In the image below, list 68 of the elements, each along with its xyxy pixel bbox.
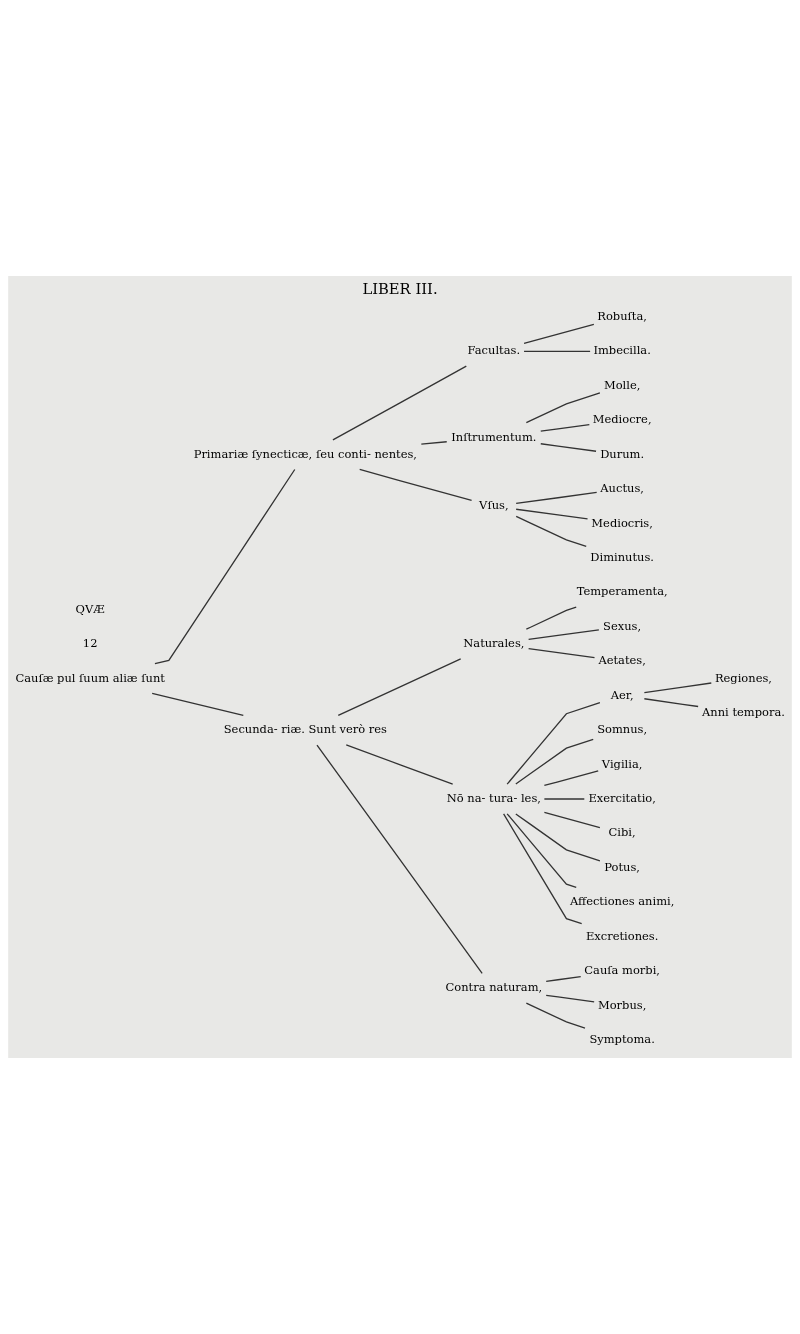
- connector: [151, 692, 244, 716]
- connector: [515, 813, 601, 862]
- connector: [420, 441, 448, 445]
- connector: [316, 744, 483, 974]
- node-text: Symptoma.: [589, 1032, 655, 1046]
- node-text: Affectiones animi,: [569, 894, 675, 909]
- connector: [515, 515, 587, 548]
- node-text: Secunda- riæ. Sunt verò res: [223, 722, 387, 737]
- connector: [502, 813, 583, 925]
- connector: [543, 811, 601, 829]
- node-text: Imbecilla.: [593, 343, 651, 358]
- connector: [525, 392, 601, 424]
- node-text: Facultas.: [467, 343, 521, 358]
- connector: [523, 323, 595, 345]
- connector: [337, 658, 462, 716]
- node-text: Aetates,: [598, 653, 646, 668]
- diagram-title: LIBER III.: [362, 280, 438, 298]
- label: 12: [82, 636, 98, 651]
- node-text: Temperamenta,: [576, 584, 668, 599]
- connector: [643, 698, 699, 708]
- node-text: Inſtrumentum.: [451, 429, 537, 444]
- connector: [523, 350, 591, 353]
- node-text: Somnus,: [597, 722, 648, 737]
- node-text: Auctus,: [600, 481, 644, 496]
- connector: [515, 491, 598, 505]
- node-text: Exercitatio,: [588, 791, 656, 806]
- connector: [540, 443, 597, 452]
- node-text: Morbus,: [597, 997, 647, 1012]
- node-text: Primariæ ſynecticæ, ſeu conti- nentes,: [193, 446, 417, 461]
- connector: [332, 365, 467, 441]
- connector: [525, 606, 577, 630]
- connector: [345, 744, 454, 785]
- connector: [545, 975, 582, 982]
- node-text: Molle,: [603, 377, 641, 392]
- connector: [525, 1002, 586, 1029]
- node-text: Sexus,: [603, 618, 642, 633]
- node-text: Diminutus.: [590, 550, 654, 565]
- connector: [540, 423, 590, 432]
- connector: [545, 994, 595, 1003]
- node-text: Contra naturam,: [445, 980, 543, 995]
- node-text: Cauſæ pul ſuum aliæ ſunt: [15, 670, 165, 685]
- connector: [543, 798, 585, 800]
- node-text: Mediocre,: [592, 412, 652, 427]
- node-text: Mediocris,: [591, 515, 653, 530]
- node-text: Anni tempora.: [702, 704, 785, 719]
- connector: [506, 813, 577, 889]
- node-text: Durum.: [600, 446, 645, 461]
- connector: [506, 702, 601, 785]
- node-text: Robuſta,: [597, 309, 647, 324]
- node-text: Aer,: [610, 687, 634, 702]
- node-text: Naturales,: [463, 636, 525, 651]
- node-text: Regiones,: [714, 670, 772, 685]
- node-text: Vſus,: [479, 498, 509, 513]
- connector: [359, 468, 473, 502]
- node-text: Cauſa morbi,: [584, 963, 660, 978]
- node-text: Vigilia,: [601, 756, 643, 771]
- label: QVÆ: [75, 601, 105, 616]
- connector: [543, 770, 599, 787]
- connector: [527, 648, 596, 659]
- node-text: Cibi,: [608, 825, 636, 840]
- connector: [515, 508, 589, 520]
- connector: [154, 468, 296, 665]
- node-text: Nō na- tura- les,: [446, 791, 541, 806]
- connector: [643, 682, 712, 694]
- node-text: Excretiones.: [585, 928, 659, 943]
- connector: [515, 738, 594, 785]
- node-text: Potus,: [604, 859, 640, 874]
- connector: [527, 629, 600, 641]
